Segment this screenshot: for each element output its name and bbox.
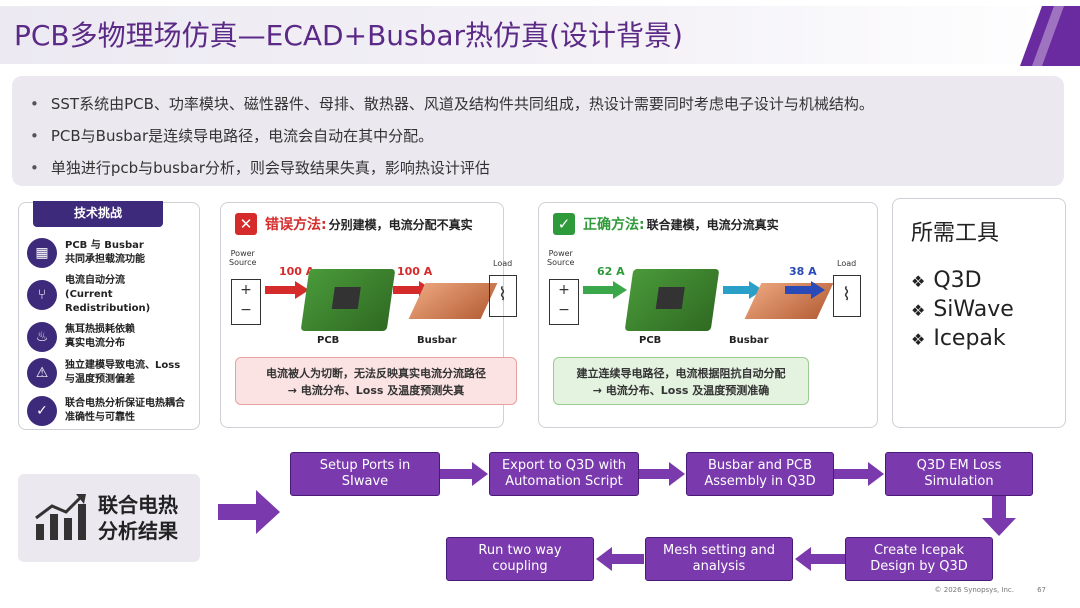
current-label: 62 A (597, 265, 625, 278)
current-label: 100 A (397, 265, 433, 278)
current-split-icon: ⑂ (27, 280, 57, 310)
challenge-item: ✓ 联合电热分析保证电热耦合 准确性与可靠性 (27, 393, 199, 429)
pcb-label: PCB (317, 335, 340, 346)
heat-icon: ♨ (27, 322, 57, 352)
challenge-text: 联合电热分析保证电热耦合 准确性与可靠性 (65, 398, 185, 423)
flow-arrow (795, 547, 845, 571)
pcb-image (300, 269, 396, 331)
circuit-board-icon: ▦ (27, 238, 57, 268)
tool-item: SiWave (911, 296, 1047, 325)
tool-item: Icepak (911, 325, 1047, 354)
right-method-title: 正确方法: (583, 217, 645, 233)
right-method-note: 建立连续导电路径，电流根据阻抗自动分配 → 电流分布、Loss 及温度预测准确 (553, 357, 809, 405)
background-bullets: SST系统由PCB、功率模块、磁性器件、母排、散热器、风道及结构件共同组成，热设… (12, 76, 1064, 186)
busbar-image (408, 283, 498, 319)
right-arrow-icon (218, 490, 280, 534)
tools-panel: 所需工具 Q3D SiWave Icepak (892, 198, 1066, 428)
right-method-subtitle: 联合建模，电流分流真实 (646, 217, 779, 232)
flow-arrow (982, 496, 1016, 536)
wrong-method-subtitle: 分别建模，电流分配不真实 (328, 217, 473, 232)
challenge-text: 焦耳热损耗依赖 真实电流分布 (65, 324, 135, 349)
right-method-header: ✓ 正确方法: 联合建模，电流分流真实 (553, 213, 779, 235)
current-arrow (265, 281, 309, 299)
load-resistor-icon (489, 275, 517, 317)
shield-check-icon: ✓ (27, 396, 57, 426)
load-label: Load (837, 259, 857, 268)
bullet-item: PCB与Busbar是连续导电路径，电流会自动在其中分配。 (26, 120, 1050, 152)
current-label: 38 A (789, 265, 817, 278)
tool-item: Q3D (911, 267, 1047, 296)
challenges-panel: 技术挑战 ▦ PCB 与 Busbar 共同承担载流功能 ⑂ 电流自动分流 (C… (18, 201, 200, 430)
wrong-method-title: 错误方法: (265, 217, 327, 233)
title-bar (0, 6, 1080, 64)
warning-icon: ⚠ (27, 358, 57, 388)
challenge-text: 独立建模导致电流、Loss 与温度预测偏差 (65, 360, 181, 385)
current-label: 100 A (279, 265, 315, 278)
result-box: 联合电热 分析结果 (18, 474, 200, 562)
load-resistor-icon (833, 275, 861, 317)
flow-step: Q3D EM Loss Simulation (885, 452, 1033, 496)
current-arrow (583, 281, 627, 299)
pcb-label: PCB (639, 335, 662, 346)
challenge-item: ▦ PCB 与 Busbar 共同承担载流功能 (27, 235, 199, 271)
power-source-label: Power Source (229, 249, 257, 267)
power-source-icon: +− (231, 279, 261, 325)
corner-decoration (1020, 6, 1080, 66)
result-text: 联合电热 分析结果 (98, 493, 178, 543)
power-source-icon: +− (549, 279, 579, 325)
right-method-panel: ✓ 正确方法: 联合建模，电流分流真实 Power Source +− 62 A… (538, 202, 878, 428)
page-number: 67 (1037, 586, 1046, 594)
flow-step: Create Icepak Design by Q3D (845, 537, 993, 581)
load-label: Load (493, 259, 513, 268)
flow-arrow (834, 462, 884, 486)
busbar-label: Busbar (729, 335, 769, 346)
bullet-item: 单独进行pcb与busbar分析，则会导致结果失真，影响热设计评估 (26, 152, 1050, 184)
wrong-method-note: 电流被人为切断，无法反映真实电流分流路径 → 电流分布、Loss 及温度预测失真 (235, 357, 517, 405)
bar-chart-icon (35, 494, 86, 540)
power-source-label: Power Source (547, 249, 575, 267)
bullet-item: SST系统由PCB、功率模块、磁性器件、母排、散热器、风道及结构件共同组成，热设… (26, 88, 1050, 120)
challenge-item: ⑂ 电流自动分流 (Current Redistribution) (27, 275, 199, 314)
challenge-text: PCB 与 Busbar 共同承担载流功能 (65, 240, 145, 265)
flow-arrow (440, 462, 488, 486)
wrong-method-header: ✕ 错误方法: 分别建模，电流分配不真实 (235, 213, 473, 235)
flow-arrow (596, 547, 644, 571)
flow-arrow (639, 462, 685, 486)
tools-title: 所需工具 (911, 221, 1000, 246)
current-arrow (785, 281, 825, 299)
wrong-method-panel: ✕ 错误方法: 分别建模，电流分配不真实 Power Source +− 100… (220, 202, 517, 428)
busbar-label: Busbar (417, 335, 457, 346)
page-title: PCB多物理场仿真—ECAD+Busbar热仿真(设计背景) (14, 19, 683, 52)
current-arrow (723, 281, 763, 299)
pcb-image (624, 269, 720, 331)
flow-step: Busbar and PCB Assembly in Q3D (686, 452, 834, 496)
flow-step: Export to Q3D with Automation Script (489, 452, 639, 496)
check-icon: ✓ (553, 213, 575, 235)
challenge-item: ⚠ 独立建模导致电流、Loss 与温度预测偏差 (27, 355, 199, 391)
challenges-header: 技术挑战 (33, 201, 163, 227)
challenge-text: 电流自动分流 (Current Redistribution) (65, 275, 151, 314)
flow-step: Run two way coupling (446, 537, 594, 581)
flow-step: Mesh setting and analysis (645, 537, 793, 581)
copyright: © 2026 Synopsys, Inc. (934, 586, 1014, 594)
challenge-item: ♨ 焦耳热损耗依赖 真实电流分布 (27, 319, 199, 355)
cross-icon: ✕ (235, 213, 257, 235)
flow-step: Setup Ports in SIwave (290, 452, 440, 496)
